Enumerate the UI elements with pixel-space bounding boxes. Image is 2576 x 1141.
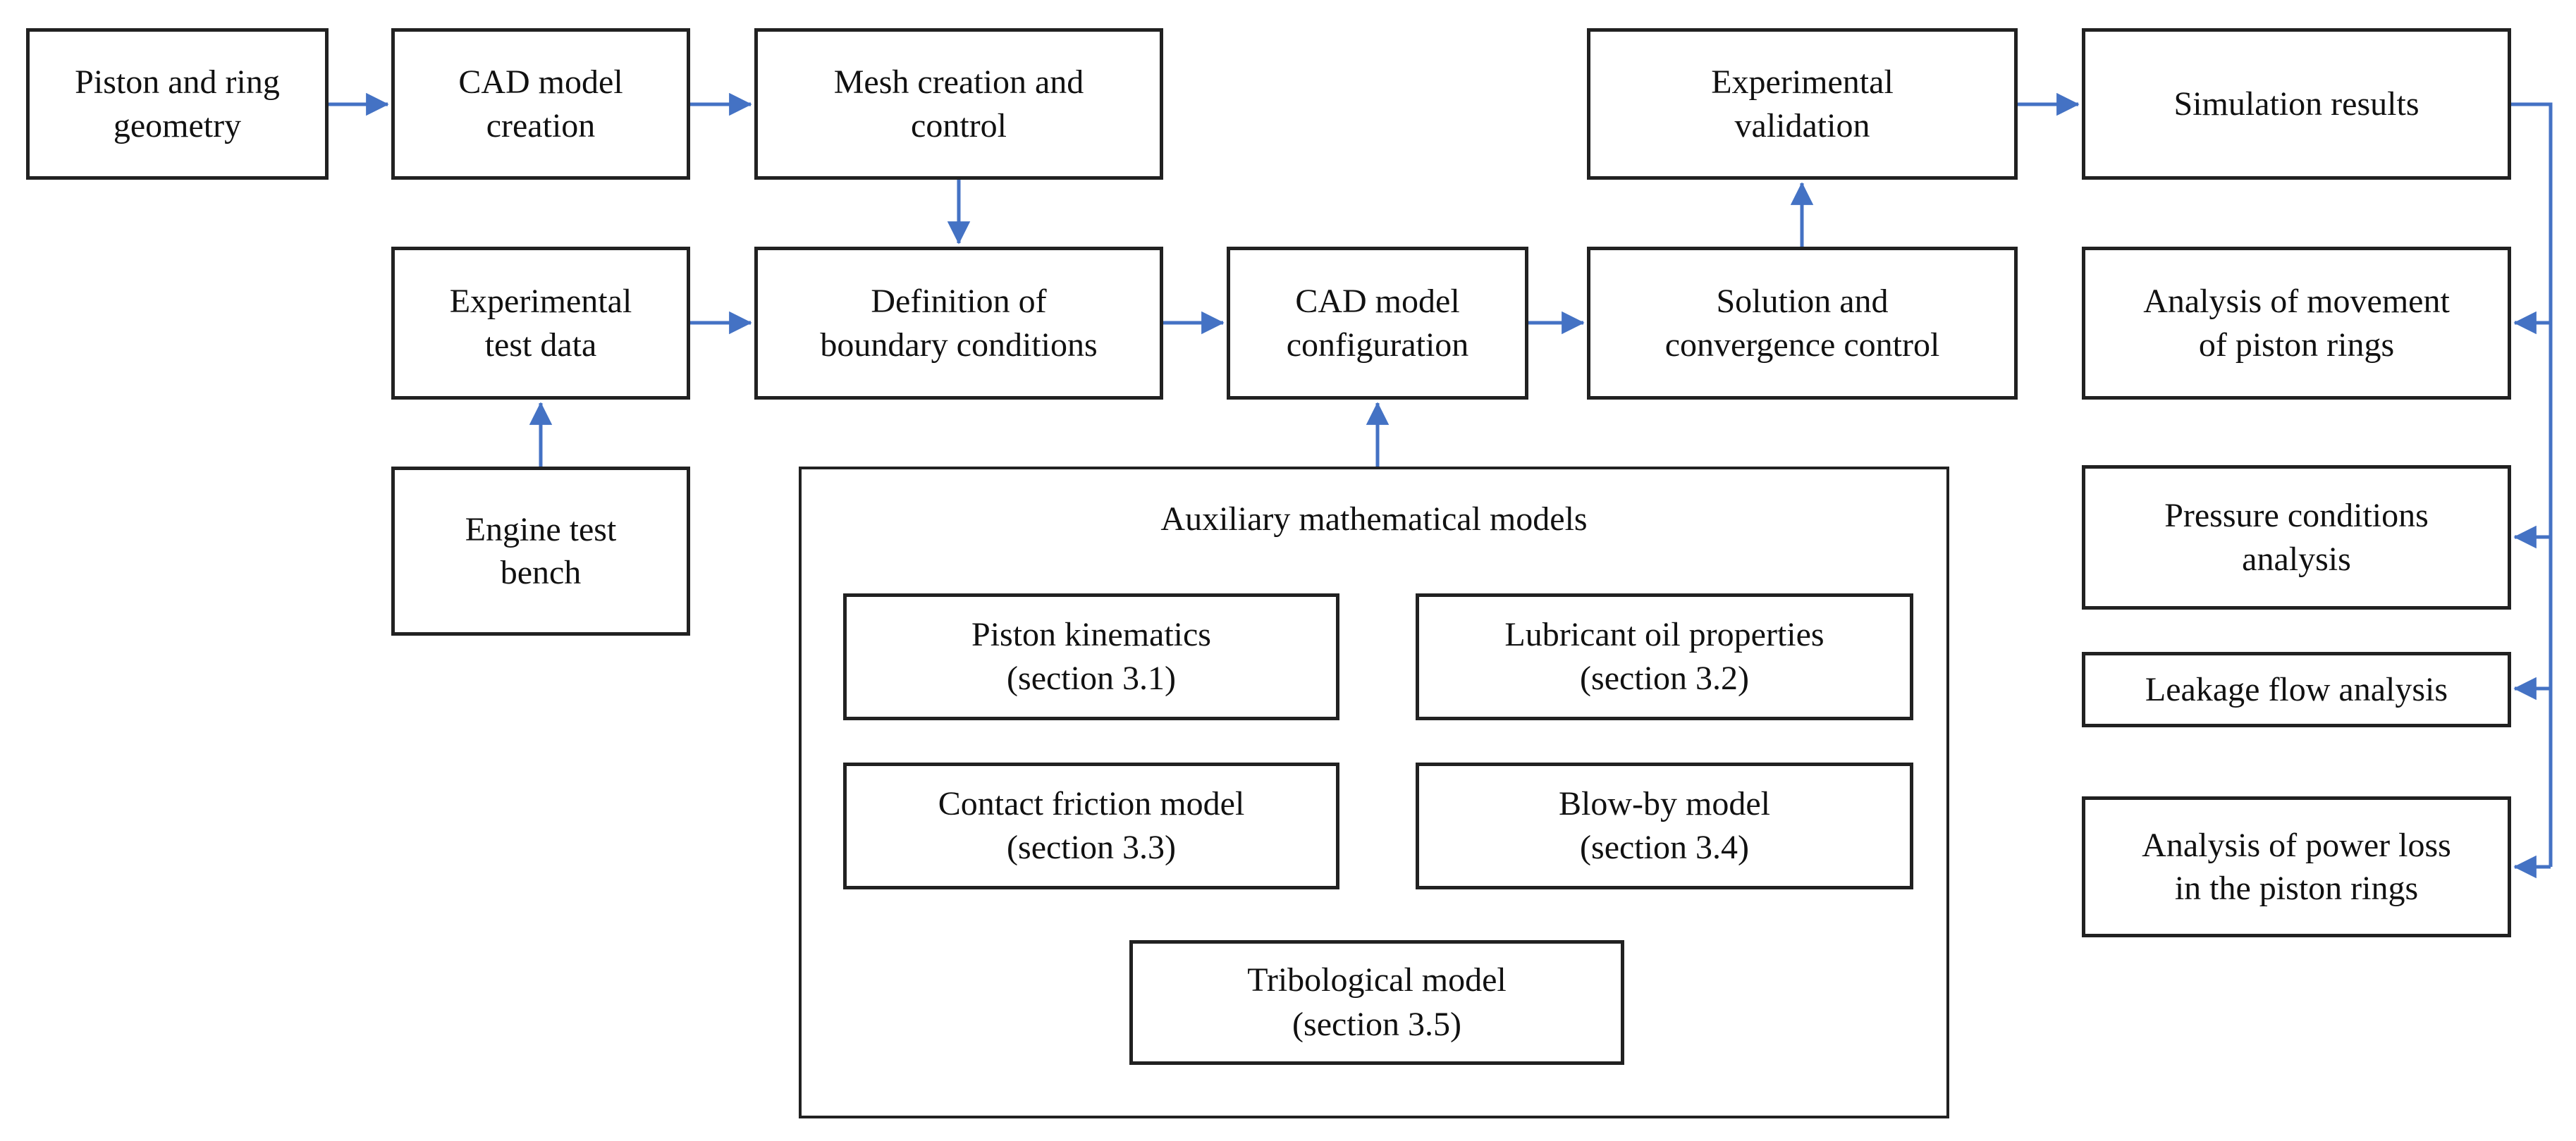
node-label: Experimental [449, 283, 632, 321]
node-lubricant-oil-properties: Lubricant oil properties (section 3.2) [1416, 593, 1913, 720]
node-piston-kinematics: Piston kinematics (section 3.1) [843, 593, 1339, 720]
edge-results-trunk [2511, 102, 2553, 867]
node-label: Piston kinematics [971, 615, 1211, 653]
node-label: configuration [1286, 326, 1469, 364]
node-contact-friction-model: Contact friction model (section 3.3) [843, 763, 1339, 889]
node-label: Blow-by model [1559, 784, 1770, 822]
node-label: bench [500, 554, 582, 591]
node-label: Tribological model [1247, 961, 1507, 999]
node-label: Analysis of movement [2143, 283, 2450, 321]
node-experimental-test-data: Experimental test data [391, 247, 690, 400]
node-label: Definition of [871, 283, 1047, 321]
node-blow-by-model: Blow-by model (section 3.4) [1416, 763, 1913, 889]
node-label: control [911, 106, 1007, 144]
node-analysis-movement-piston-rings: Analysis of movement of piston rings [2082, 247, 2511, 400]
node-cad-model-configuration: CAD model configuration [1227, 247, 1528, 400]
node-label: Simulation results [2173, 85, 2419, 123]
node-label: Lubricant oil properties [1504, 615, 1824, 653]
node-label: (section 3.5) [1292, 1005, 1461, 1043]
auxiliary-models-title: Auxiliary mathematical models [1160, 500, 1588, 538]
node-cad-model-creation: CAD model creation [391, 28, 690, 180]
node-label: test data [484, 326, 597, 364]
node-tribological-model: Tribological model (section 3.5) [1129, 940, 1624, 1065]
node-label: validation [1734, 106, 1870, 144]
node-label: analysis [2242, 540, 2351, 578]
node-pressure-conditions-analysis: Pressure conditions analysis [2082, 465, 2511, 610]
node-label: Engine test [465, 510, 617, 548]
node-label: in the piston rings [2174, 870, 2419, 907]
node-label: boundary conditions [820, 326, 1098, 364]
node-label: Contact friction model [938, 784, 1245, 822]
auxiliary-models-container: Auxiliary mathematical models Piston kin… [799, 467, 1949, 1118]
node-label: Leakage flow analysis [2145, 670, 2448, 708]
node-analysis-power-loss: Analysis of power loss in the piston rin… [2082, 796, 2511, 937]
node-label: of piston rings [2198, 326, 2395, 364]
node-label: Solution and [1716, 283, 1889, 321]
node-label: Piston and ring [75, 63, 280, 101]
node-label: Pressure conditions [2164, 497, 2429, 535]
node-label: (section 3.4) [1580, 829, 1749, 866]
node-label: Analysis of power loss [2142, 826, 2451, 864]
node-piston-ring-geometry: Piston and ring geometry [26, 28, 329, 180]
node-mesh-creation-control: Mesh creation and control [754, 28, 1163, 180]
node-solution-convergence-control: Solution and convergence control [1587, 247, 2018, 400]
node-simulation-results: Simulation results [2082, 28, 2511, 180]
node-label: convergence control [1664, 326, 1940, 364]
node-label: (section 3.1) [1007, 660, 1176, 697]
node-label: CAD model [458, 63, 623, 101]
node-label: geometry [113, 106, 242, 144]
node-label: CAD model [1295, 283, 1460, 321]
node-definition-boundary-conditions: Definition of boundary conditions [754, 247, 1163, 400]
node-leakage-flow-analysis: Leakage flow analysis [2082, 652, 2511, 727]
node-label: creation [486, 106, 596, 144]
node-label: Experimental [1711, 63, 1894, 101]
node-engine-test-bench: Engine test bench [391, 467, 690, 636]
node-label: (section 3.3) [1007, 829, 1176, 866]
node-label: (section 3.2) [1580, 660, 1749, 697]
node-experimental-validation: Experimental validation [1587, 28, 2018, 180]
node-label: Mesh creation and [833, 63, 1084, 101]
